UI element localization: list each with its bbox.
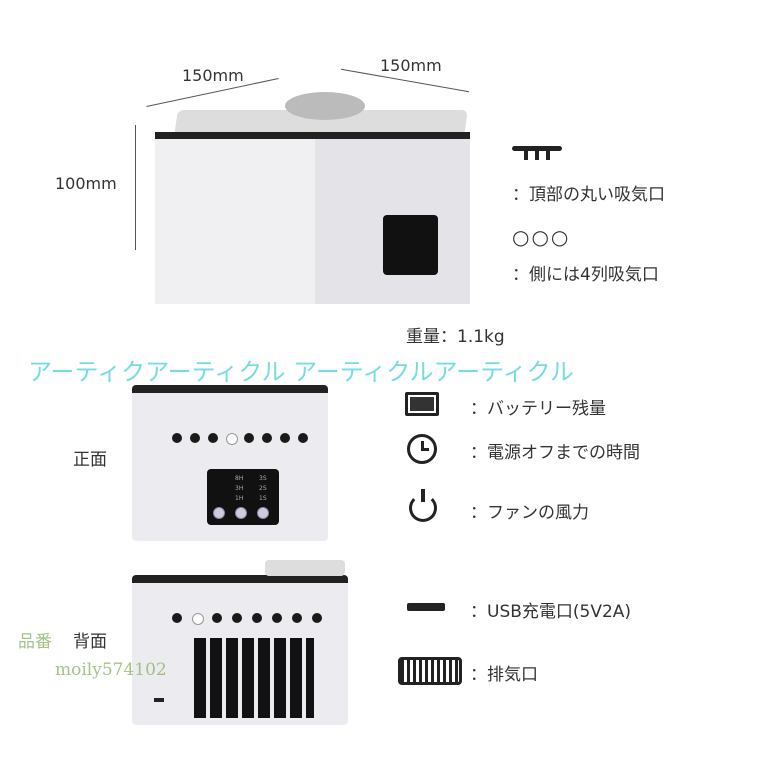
depth-dimension: 150mm: [380, 56, 442, 75]
height-dimension: 100mm: [55, 174, 117, 193]
panel-label: 1H: [235, 495, 244, 502]
power-icon: [409, 489, 437, 522]
weight-label: 重量：1.1kg: [406, 327, 505, 347]
panel-label: 1S: [259, 495, 267, 502]
legend-text: ：USB充電口(5V2A): [470, 602, 632, 622]
timer-button[interactable]: [235, 507, 247, 519]
legend-text: ：電源オフまでの時間: [470, 443, 640, 463]
back-view: [132, 575, 348, 725]
legend-text: ：排気口: [470, 665, 538, 685]
exhaust-grille-icon: [398, 657, 462, 685]
panel-label: 2S: [259, 485, 267, 492]
front-label: 正面: [73, 450, 107, 470]
watermark-code-label: 品番: [18, 632, 52, 652]
watermark: アーティクアーティクル アーティクルアーティクル: [28, 358, 574, 386]
usb-port: [154, 698, 164, 702]
legend-text: ：バッテリー残量: [470, 399, 606, 419]
panel-label: 8H: [235, 475, 244, 482]
panel-label: 3H: [235, 485, 244, 492]
front-view: 8H 3S 3H 2S 1H 1S: [132, 385, 328, 541]
power-button[interactable]: [257, 507, 269, 519]
legend-text: ：側には4列吸気口: [512, 265, 659, 285]
legend-text: ：頂部の丸い吸気口: [512, 185, 665, 205]
usb-port-icon: [407, 603, 445, 611]
watermark-code: moily574102: [55, 660, 167, 680]
clock-icon: [407, 434, 437, 464]
control-panel: 8H 3S 3H 2S 1H 1S: [207, 469, 279, 525]
legend-text: ：ファンの風力: [470, 503, 589, 523]
battery-icon: [405, 392, 439, 416]
exhaust-grille: [194, 638, 314, 718]
side-intake-icon: ○○○: [512, 225, 571, 249]
width-dimension: 150mm: [182, 66, 244, 85]
back-label: 背面: [73, 632, 107, 652]
product-top-view: [155, 92, 475, 310]
panel-label: 3S: [259, 475, 267, 482]
top-intake-icon: [512, 146, 562, 162]
battery-button[interactable]: [213, 507, 225, 519]
